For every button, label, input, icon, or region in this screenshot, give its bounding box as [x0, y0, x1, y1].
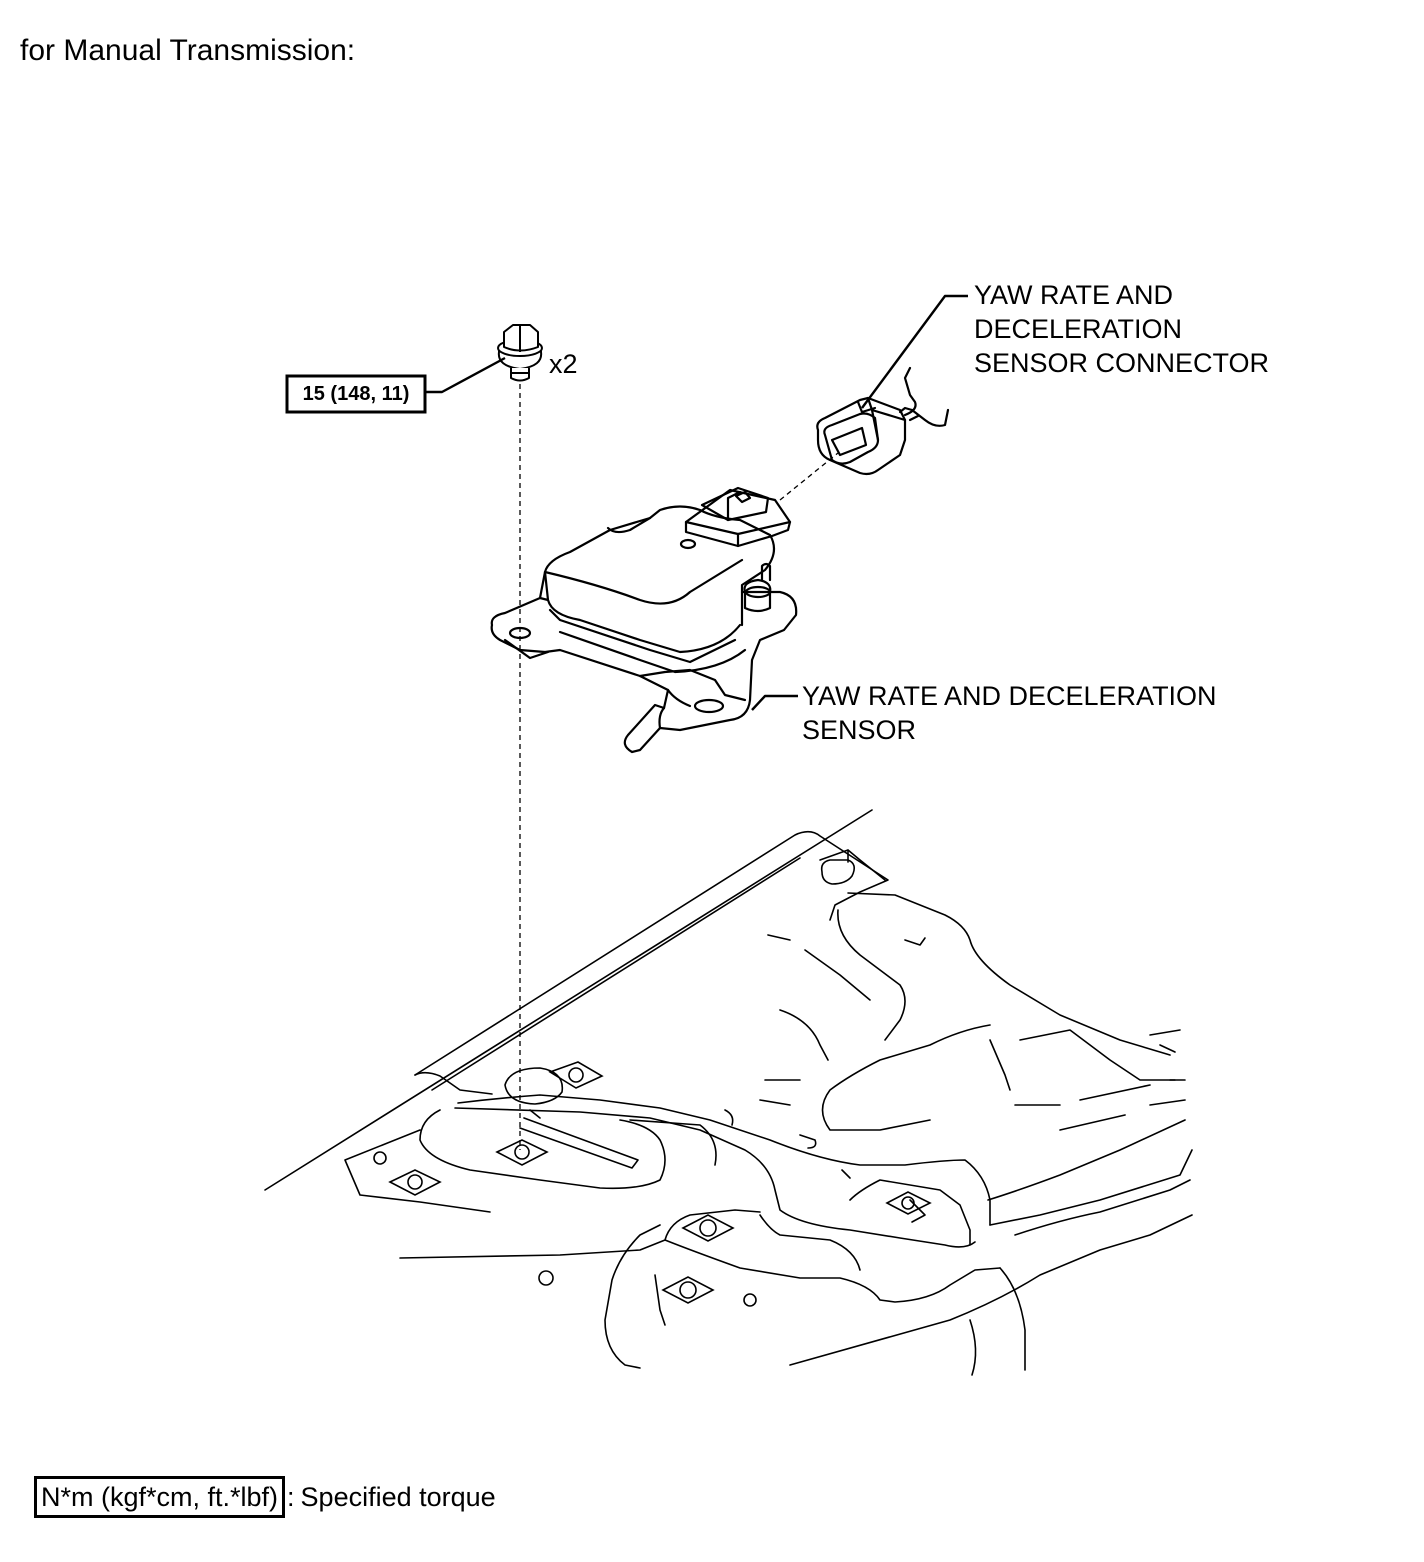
- legend-description: Specified torque: [300, 1481, 496, 1512]
- alignment-guides: [519, 375, 839, 1150]
- torque-spec-value: 15 (148, 11): [303, 383, 410, 405]
- vehicle-floor-panel: [264, 809, 1193, 1376]
- torque-spec-box: [285, 374, 427, 414]
- sensor-connector: [816, 366, 950, 476]
- yaw-rate-sensor: [490, 486, 798, 754]
- sensor-label-line-1: YAW RATE AND DECELERATION: [802, 681, 1217, 711]
- leader-lines: [425, 294, 968, 711]
- floor-mounting-points: [373, 1061, 932, 1307]
- mounting-bolt: [497, 324, 543, 382]
- page-heading: for Manual Transmission:: [20, 34, 356, 67]
- legend-separator: :: [287, 1481, 295, 1512]
- connector-label-line-2: DECELERATION: [974, 314, 1182, 344]
- bolt-quantity-label: x2: [549, 349, 578, 379]
- sensor-label-line-2: SENSOR: [802, 715, 916, 745]
- legend-unit-box: N*m (kgf*cm, ft.*lbf): [34, 1476, 286, 1518]
- torque-legend: N*m (kgf*cm, ft.*lbf) : Specified torque: [34, 1476, 496, 1518]
- connector-label-line-3: SENSOR CONNECTOR: [974, 348, 1269, 378]
- connector-label-line-1: YAW RATE AND: [974, 280, 1173, 310]
